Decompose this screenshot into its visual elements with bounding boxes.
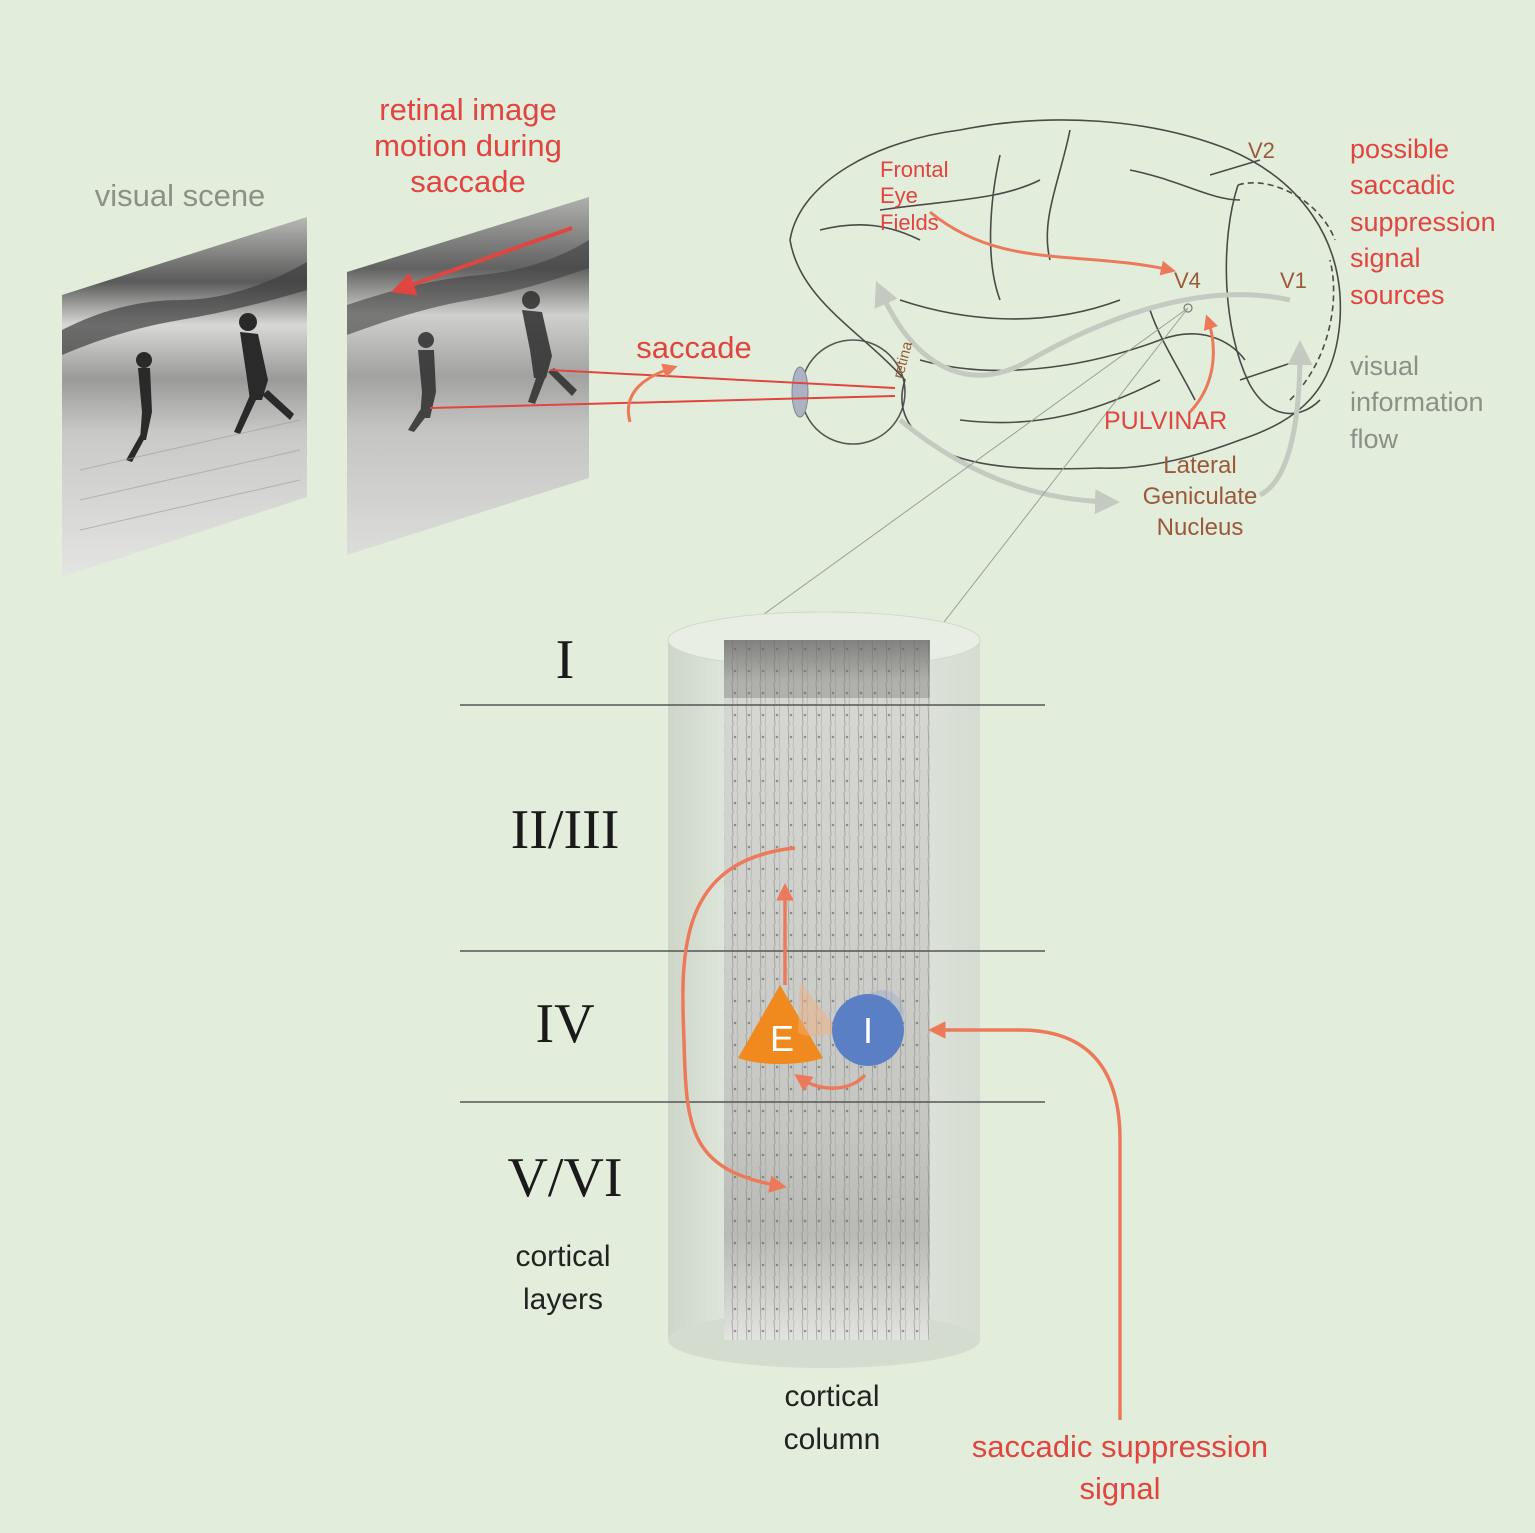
v1-label: V1 xyxy=(1280,268,1307,293)
excitatory-neuron-shape xyxy=(738,982,838,1064)
info-flow-arrows xyxy=(874,280,1313,515)
layer-label-2-3: II/III xyxy=(510,799,620,861)
fef-label: Frontal Eye Fields xyxy=(880,157,949,235)
cortical-column-cylinder xyxy=(667,611,981,1368)
layer-boundaries xyxy=(460,704,1045,1103)
info-flow-label: visual information flow xyxy=(1350,351,1484,454)
visual-scene-photo xyxy=(62,217,307,577)
v4-recording-site xyxy=(1183,303,1193,313)
visual-scene-label: visual scene xyxy=(94,178,266,213)
layer-label-5-6: V/VI xyxy=(507,1147,623,1209)
cortical-column-caption: cortical column xyxy=(783,1380,881,1456)
pulvinar-label: PULVINAR xyxy=(1104,407,1228,435)
inhibitory-neuron-label: I xyxy=(862,1010,873,1051)
v2-label: V2 xyxy=(1248,138,1275,163)
saccade-label: saccade xyxy=(636,330,752,365)
brain-outline xyxy=(789,119,1342,470)
eye-diagram xyxy=(429,339,906,445)
retinal-motion-label: retinal image motion during saccade xyxy=(374,92,562,199)
retinal-motion-photo xyxy=(347,197,589,555)
suppression-signal-label: saccadic suppression signal xyxy=(971,1429,1269,1506)
lgn-label: Lateral Geniculate Nucleus xyxy=(1142,452,1258,542)
suppression-source-arrows xyxy=(929,210,1219,414)
layer-label-4: IV xyxy=(535,993,595,1055)
layer-label-1: I xyxy=(555,629,575,691)
excitatory-neuron-label: E xyxy=(769,1018,794,1059)
cortical-layers-caption: cortical layers xyxy=(515,1240,611,1316)
v4-label: V4 xyxy=(1174,268,1201,293)
inhibitory-neuron-shape xyxy=(832,990,904,1066)
circuit-arrows xyxy=(681,846,1122,1420)
zoom-lines xyxy=(727,307,1189,641)
suppression-sources-label: possible saccadic suppression signal sou… xyxy=(1350,134,1496,310)
